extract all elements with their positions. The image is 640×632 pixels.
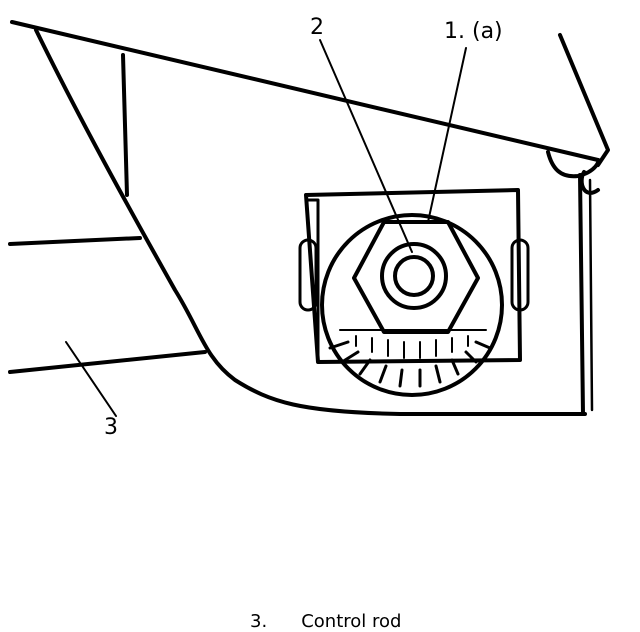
stud-outer-ring xyxy=(380,242,448,310)
inner-vertical-bracket xyxy=(121,53,129,197)
callout-part-1: 1. (a) xyxy=(444,19,503,44)
callout-part-3: 3 xyxy=(104,415,118,440)
right-vertical-post xyxy=(578,173,585,416)
right-outer-edge xyxy=(558,33,610,167)
right-adjust-slot xyxy=(510,238,530,312)
control-rod-upper-line xyxy=(8,236,142,246)
leader-line-part-3 xyxy=(65,341,117,417)
control-rod-lower-line xyxy=(8,350,207,374)
left-slanted-edge xyxy=(34,28,587,416)
stud-center xyxy=(393,255,435,297)
caption-number: 3. xyxy=(250,611,268,632)
hinge-pivot xyxy=(546,150,601,195)
graduated-dial xyxy=(320,213,504,397)
bracket-left-flange xyxy=(304,198,320,360)
left-adjust-slot xyxy=(298,238,318,312)
hex-nut xyxy=(352,220,480,334)
figure-caption: 3. Control rod xyxy=(0,590,640,632)
dial-graduation-marks xyxy=(328,329,492,388)
leader-line-part-2 xyxy=(319,39,413,253)
callout-part-2: 2 xyxy=(310,15,324,40)
right-post-inner xyxy=(588,178,594,412)
leader-line-part-1 xyxy=(427,47,467,223)
top-edge-line xyxy=(10,20,600,162)
caption-text: Control rod xyxy=(301,611,402,632)
